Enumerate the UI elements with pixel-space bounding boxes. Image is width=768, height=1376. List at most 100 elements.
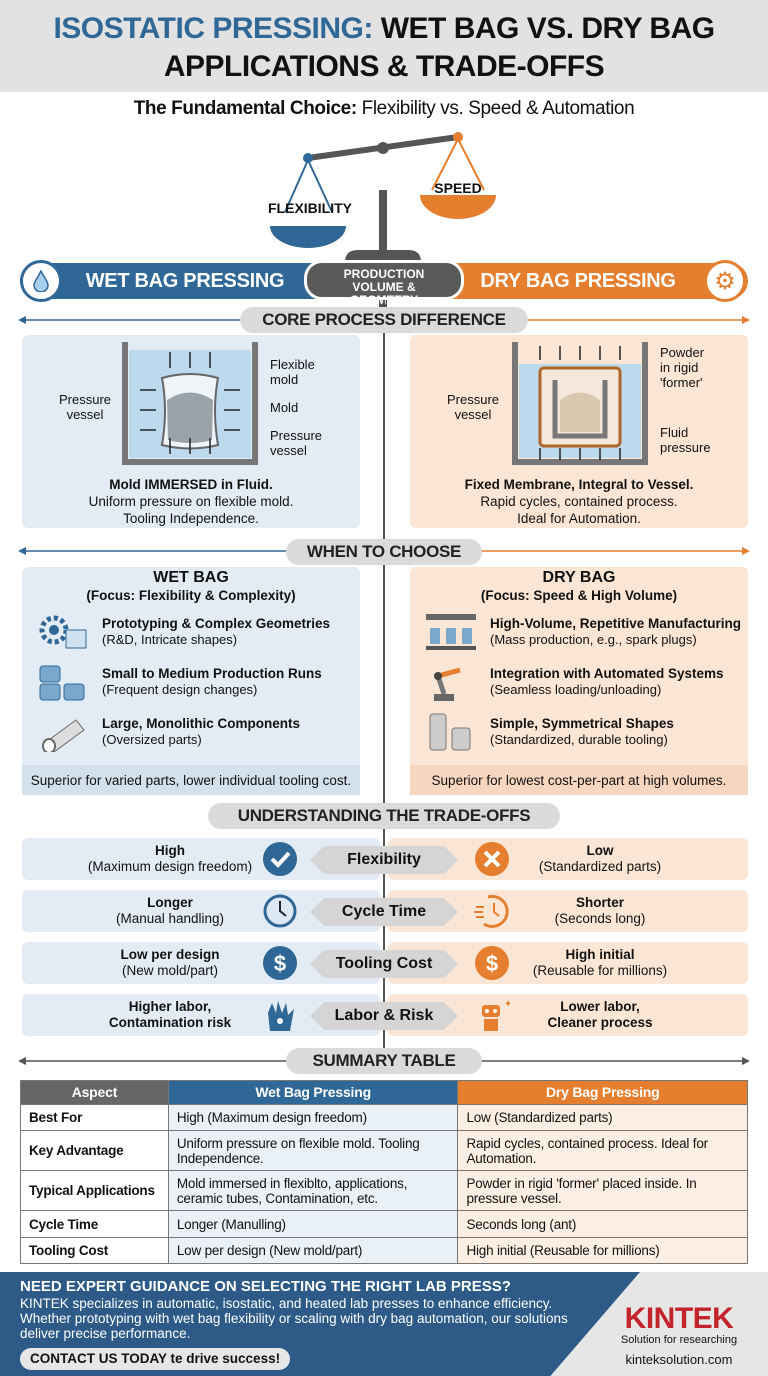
list-item: Small to Medium Production Runs(Frequent… [36, 662, 322, 702]
wet-when-title: WET BAG [153, 569, 229, 586]
tagline: Solution for researching [620, 1334, 738, 1346]
dry-when-panel [410, 567, 748, 795]
pipe-icon [42, 719, 85, 752]
dry-sub: (Seconds long) [554, 911, 646, 926]
table-row: Typical Applications Mold immersed in fl… [20, 1170, 748, 1211]
section-core-process: CORE PROCESS DIFFERENCE [240, 307, 528, 333]
summary-table: Aspect Wet Bag Pressing Dry Bag Pressing… [20, 1080, 748, 1264]
item-title: Simple, Symmetrical Shapes [490, 715, 674, 731]
wet-sub: (New mold/part) [121, 963, 219, 978]
dry-main: Low [586, 843, 614, 858]
cell-aspect: Tooling Cost [20, 1237, 169, 1264]
robot-arm-icon [434, 667, 461, 701]
list-item: Large, Monolithic Components(Oversized p… [36, 712, 300, 752]
wet-bag-vessel-diagram [122, 342, 258, 465]
svg-text:✦: ✦ [504, 999, 510, 1010]
wet-main: Low per design [120, 947, 220, 962]
fast-clock-icon [474, 893, 510, 934]
cell-aspect: Typical Applications [20, 1170, 169, 1211]
wet-when-panel [22, 567, 360, 795]
caption-line1: Rapid cycles, contained process. [480, 494, 678, 509]
website-link[interactable]: kinteksolution.com [625, 1352, 733, 1367]
label-powder-former: Powder in rigid 'former' [660, 345, 705, 390]
wet-bag-banner: WET BAG PRESSING [20, 263, 320, 299]
item-detail: (Oversized parts) [102, 731, 202, 747]
dollar-icon: $ [262, 945, 298, 986]
list-item: High-Volume, Repetitive Manufacturing(Ma… [424, 612, 741, 652]
item-title: Prototyping & Complex Geometries [102, 615, 331, 631]
item-title: Large, Monolithic Components [102, 715, 300, 731]
trade-dry-value: Lower labor,Cleaner process [500, 999, 700, 1031]
cell-dry: Seconds long (ant) [457, 1210, 748, 1238]
production-line-icon [426, 614, 476, 650]
caption-bold: Mold IMMERSED in Fluid. [109, 477, 273, 492]
trade-label: Labor & Risk [310, 1002, 458, 1030]
balance-scale-icon [270, 132, 496, 310]
table-row: Best For High (Maximum design freedom) L… [20, 1104, 748, 1131]
dry-when-footer: Superior for lowest cost-per-part at hig… [410, 765, 748, 795]
item-detail: (Frequent design changes) [102, 681, 258, 697]
center-divider [383, 300, 385, 1072]
dry-when-focus: (Focus: Speed & High Volume) [480, 588, 678, 603]
cell-wet: Mold immersed in flexiblto, applications… [167, 1170, 459, 1211]
cell-dry: High initial (Reusable for millions) [457, 1237, 748, 1264]
title-part1: ISOSTATIC PRESSING: [53, 12, 373, 45]
dry-sub: (Standardized parts) [538, 859, 662, 874]
production-volume-badge: PRODUCTION VOLUME & GEOMETRY [304, 260, 464, 307]
contact-us-button[interactable]: CONTACT US TODAY te drive success! [20, 1348, 291, 1370]
gears-icon [39, 615, 87, 649]
label-flexible-mold: Flexible mold [270, 357, 315, 387]
table-row: Cycle Time Longer (Manulling) Seconds lo… [20, 1210, 748, 1238]
item-title: Small to Medium Production Runs [102, 665, 322, 681]
caption-line2: Ideal for Automation. [517, 511, 641, 526]
title-part2: WET BAG VS. DRY BAG [380, 12, 715, 45]
item-detail: (Standardized, durable tooling) [490, 731, 668, 747]
header-dry: Dry Bag Pressing [457, 1080, 748, 1105]
dry-when-title: DRY BAG [542, 569, 616, 586]
item-detail: (R&D, Intricate shapes) [102, 631, 238, 647]
trade-label: Cycle Time [310, 898, 458, 926]
header-wet: Wet Bag Pressing [167, 1080, 459, 1105]
table-row: Tooling Cost Low per design (New mold/pa… [20, 1237, 748, 1264]
dry-bag-banner: DRY BAG PRESSING [448, 263, 748, 299]
item-title: Integration with Automated Systems [490, 665, 724, 681]
cell-dry: Rapid cycles, contained process. Ideal f… [457, 1130, 748, 1171]
trade-wet-value: Low per design(New mold/part) [60, 947, 280, 979]
subtitle-bold: The Fundamental Choice: [133, 98, 357, 119]
wet-sub: Contamination risk [108, 1015, 232, 1030]
dry-main: Lower labor, [560, 999, 640, 1014]
cell-wet: High (Maximum design freedom) [167, 1104, 459, 1131]
trade-dry-value: High initial(Reusable for millions) [500, 947, 700, 979]
trade-label: Flexibility [310, 846, 458, 874]
cell-wet: Low per design (New mold/part) [167, 1237, 459, 1264]
item-detail: (Mass production, e.g., spark plugs) [490, 631, 697, 647]
dry-sub: (Reusable for millions) [532, 963, 668, 978]
label-pressure-vessel-right: Pressure vessel [270, 428, 323, 458]
svg-text:$: $ [486, 951, 498, 976]
caption-bold: Fixed Membrane, Integral to Vessel. [464, 477, 694, 492]
dry-core-caption: Fixed Membrane, Integral to Vessel. Rapid… [410, 476, 748, 527]
subtitle-rest: Flexibility vs. Speed & Automation [361, 98, 635, 119]
title-band [0, 0, 768, 92]
wet-main: Higher labor, [128, 999, 212, 1014]
wet-sub: (Manual handling) [115, 911, 225, 926]
section-trade-offs: UNDERSTANDING THE TRADE-OFFS [208, 803, 560, 829]
dollar-icon: $ [474, 945, 510, 986]
page-title: ISOSTATIC PRESSING: WET BAG VS. DRY BAG [0, 12, 768, 46]
gear-clock-icon: ⚙ [704, 260, 746, 302]
list-item: Integration with Automated Systems(Seaml… [424, 662, 724, 702]
list-item: Prototyping & Complex Geometries(R&D, In… [36, 612, 330, 652]
label-mold: Mold [270, 400, 299, 415]
kintek-logo: KINTEK [624, 1302, 734, 1335]
scale-label-speed: SPEED [434, 180, 482, 196]
section-when-to-choose: WHEN TO CHOOSE [286, 539, 482, 565]
wet-sub: (Maximum design freedom) [87, 859, 253, 874]
label-pressure-vessel: Pressure vessel [446, 392, 500, 422]
check-icon [262, 841, 298, 882]
clock-icon [262, 893, 298, 934]
page-title-line2: APPLICATIONS & TRADE-OFFS [163, 50, 605, 83]
dry-main: High initial [565, 947, 635, 962]
cell-aspect: Best For [20, 1104, 169, 1131]
wet-when-focus: (Focus: Flexibility & Complexity) [86, 588, 296, 603]
trade-dry-value: Shorter(Seconds long) [500, 895, 700, 927]
